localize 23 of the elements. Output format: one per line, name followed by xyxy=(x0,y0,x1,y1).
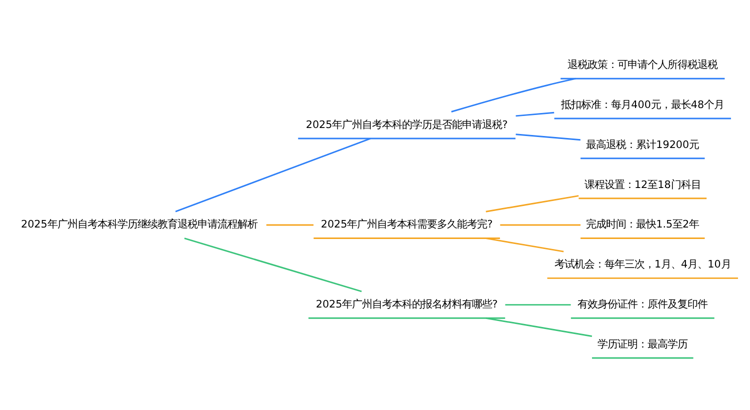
node-text: 2025年广州自考本科学历继续教育退税申请流程解析 xyxy=(20,218,258,231)
node-text: 学历证明：最高学历 xyxy=(598,338,688,350)
node-text: 2025年广州自考本科的报名材料有哪些? xyxy=(316,298,498,311)
node-text: 2025年广州自考本科的学历是否能申请退税? xyxy=(306,118,508,131)
connector xyxy=(486,317,592,337)
connector xyxy=(175,138,371,212)
connector xyxy=(516,134,580,141)
node-text: 2025年广州自考本科需要多久能考完? xyxy=(320,218,493,231)
connector xyxy=(266,224,314,226)
connector xyxy=(516,112,554,117)
node-text: 有效身份证件：原件及复印件 xyxy=(578,298,708,311)
node-text: 完成时间：最快1.5至2年 xyxy=(586,218,700,231)
node-text: 考试机会：每年三次，1月、4月、10月 xyxy=(554,258,731,271)
connector xyxy=(451,78,576,112)
node-text: 抵扣标准：每月400元，最长48个月 xyxy=(561,98,724,111)
node-text: 最高退税：累计19200元 xyxy=(586,138,700,151)
connector xyxy=(184,238,362,292)
connector xyxy=(505,304,571,306)
connector xyxy=(500,224,581,226)
node-text: 课程设置：12至18门科目 xyxy=(584,178,701,191)
node-text: 退税政策：可申请个人所得税退税 xyxy=(568,59,718,71)
connector xyxy=(486,195,579,212)
connector xyxy=(486,238,564,252)
